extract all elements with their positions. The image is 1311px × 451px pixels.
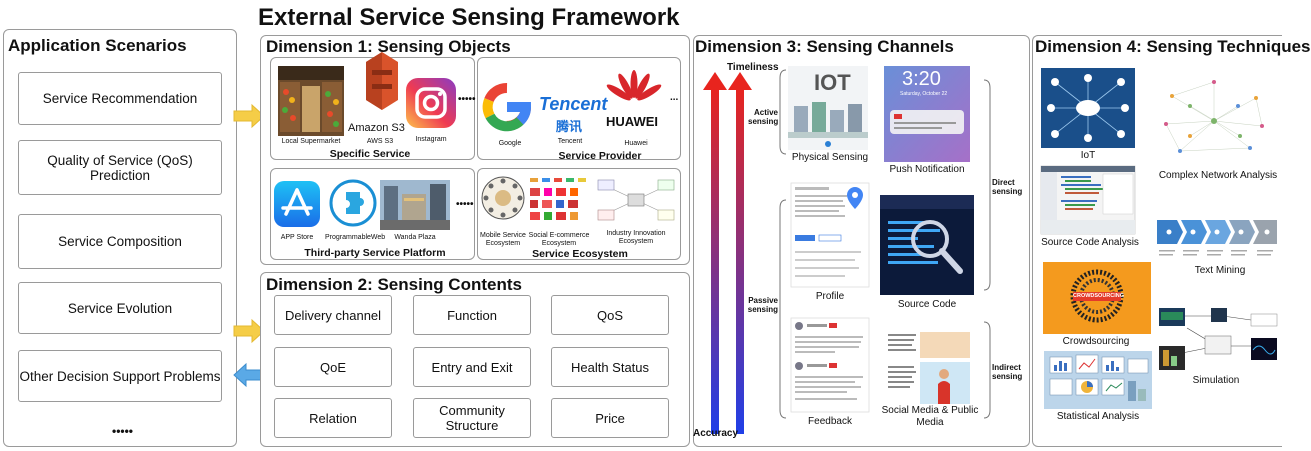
social-media-image xyxy=(886,330,972,406)
source-code-label: Source Code xyxy=(897,299,957,310)
content-price: Price xyxy=(551,398,669,438)
dim3-title: Dimension 3: Sensing Channels xyxy=(695,37,954,56)
active-sensing-label: Active sensing xyxy=(748,108,779,126)
wanda-plaza-caption: Wanda Plaza xyxy=(394,234,436,241)
page-title: External Service Sensing Framework xyxy=(258,4,680,31)
feedback-label: Feedback xyxy=(808,416,852,427)
scenario-service-composition: Service Composition xyxy=(18,214,222,269)
sensing-brackets xyxy=(779,69,991,419)
industry-ecosystem-image xyxy=(597,179,675,221)
huawei-icon xyxy=(606,70,662,101)
social-ecommerce-image xyxy=(530,178,586,220)
service-provider-label: Service Provider xyxy=(558,150,642,162)
arrow-right-top xyxy=(233,103,265,129)
iot-illustration xyxy=(788,66,868,150)
crowdsourcing-image xyxy=(1043,262,1151,334)
physical-sensing-label: Physical Sensing xyxy=(791,152,869,163)
accuracy-label: Accuracy xyxy=(693,428,739,439)
wanda-plaza-image xyxy=(380,180,450,230)
tencent-cn-text: 腾讯 xyxy=(556,119,583,134)
statistical-analysis-label: Statistical Analysis xyxy=(1056,411,1140,422)
instagram-icon xyxy=(406,78,456,128)
scenario-qos-prediction: Quality of Service (QoS) Prediction xyxy=(18,140,222,195)
indirect-sensing-label: Indirect sensing xyxy=(992,363,1023,381)
social-ecommerce-caption: Social E-commerce Ecosystem xyxy=(528,232,590,247)
direct-sensing-label: Direct sensing xyxy=(992,178,1023,196)
phone-date: Saturday, October 22 xyxy=(900,91,948,97)
simulation-label: Simulation xyxy=(1192,375,1240,386)
scenario-service-evolution: Service Evolution xyxy=(18,282,222,334)
source-code-image xyxy=(880,195,974,295)
phone-lockscreen-image xyxy=(884,66,970,162)
iot-network-image xyxy=(1041,68,1135,148)
mobile-ecosystem-label: Mobile Service Ecosystem xyxy=(480,232,526,247)
statistical-analysis-image xyxy=(1044,351,1152,409)
tencent-text: Tencent xyxy=(539,94,608,114)
crowdsourcing-label: Crowdsourcing xyxy=(1062,336,1130,347)
content-function: Function xyxy=(413,295,531,335)
source-code-analysis-image xyxy=(1040,165,1136,235)
service-provider-more: ... xyxy=(670,92,679,103)
content-qoe: QoE xyxy=(274,347,392,387)
app-store-caption: APP Store xyxy=(280,234,314,241)
arrow-right-bottom xyxy=(233,318,265,344)
profile-label: Profile xyxy=(815,291,845,302)
timeliness-accuracy-arrows xyxy=(703,72,752,434)
gradient-arrow-left xyxy=(703,72,727,434)
programmableweb-caption: ProgrammableWeb xyxy=(325,234,386,241)
aws-s3-caption: AWS S3 xyxy=(366,138,394,145)
social-media-label: Social Media & Public Media xyxy=(880,405,980,429)
platform-label: Third-party Service Platform xyxy=(304,247,446,259)
dim4-title: Dimension 4: Sensing Techniques xyxy=(1035,37,1311,56)
source-code-analysis-label: Source Code Analysis xyxy=(1041,237,1139,248)
feedback-screenshot xyxy=(790,317,870,413)
scenarios-more: ••••• xyxy=(112,424,134,438)
industry-ecosystem-caption: Industry Innovation Ecosystem xyxy=(606,230,666,245)
content-qos: QoS xyxy=(551,295,669,335)
text-mining-image xyxy=(1157,220,1277,256)
crowdsourcing-banner-text: CROWDSOURCING xyxy=(1073,293,1125,299)
push-notification-label: Push Notification xyxy=(889,164,965,175)
passive-sensing-label: Passive sensing xyxy=(747,296,778,314)
specific-service-label: Specific Service xyxy=(329,148,411,160)
content-delivery-channel: Delivery channel xyxy=(274,295,392,335)
platform-more: ••••• xyxy=(456,199,474,210)
content-community-structure: Community Structure xyxy=(413,398,531,438)
social-media-label-text: Social Media & Public Media xyxy=(881,405,979,428)
iot-text: IOT xyxy=(814,70,851,95)
huawei-caption: Huawei xyxy=(624,140,648,147)
supermarket-caption: Local Supermarket xyxy=(281,138,341,145)
complex-network-image xyxy=(1164,80,1264,153)
instagram-caption: Instagram xyxy=(415,136,447,143)
timeliness-label: Timeliness xyxy=(727,62,779,73)
complex-network-label: Complex Network Analysis xyxy=(1158,170,1278,181)
scenario-service-recommendation: Service Recommendation xyxy=(18,72,222,125)
content-relation: Relation xyxy=(274,398,392,438)
scenario-other-decision: Other Decision Support Problems xyxy=(18,350,222,402)
aws-s3-text: Amazon S3 xyxy=(348,122,405,134)
gradient-arrow-right xyxy=(728,72,752,434)
aws-s3-icon xyxy=(366,52,398,110)
ecosystem-label: Service Ecosystem xyxy=(532,248,628,260)
dim2-title: Dimension 2: Sensing Contents xyxy=(266,275,522,294)
scenarios-title: Application Scenarios xyxy=(8,36,187,55)
mobile-ecosystem-image xyxy=(481,176,525,220)
supermarket-image xyxy=(278,66,344,136)
simulation-image xyxy=(1159,308,1278,370)
specific-service-more: ••••• xyxy=(458,94,476,105)
dim1-title: Dimension 1: Sensing Objects xyxy=(266,37,511,56)
profile-screenshot xyxy=(790,182,870,288)
huawei-text: HUAWEI xyxy=(606,114,658,129)
mobile-ecosystem-caption: Mobile Service Ecosystem xyxy=(474,232,532,248)
iot-technique-label: IoT xyxy=(1080,150,1096,161)
text-mining-label: Text Mining xyxy=(1194,265,1246,276)
programmableweb-icon xyxy=(329,179,377,227)
tencent-caption: Tencent xyxy=(557,138,583,145)
app-store-icon xyxy=(274,181,320,227)
google-icon xyxy=(482,82,531,132)
content-entry-exit: Entry and Exit xyxy=(413,347,531,387)
phone-time: 3:20 xyxy=(902,68,941,90)
content-health-status: Health Status xyxy=(551,347,669,387)
google-caption: Google xyxy=(498,140,522,147)
